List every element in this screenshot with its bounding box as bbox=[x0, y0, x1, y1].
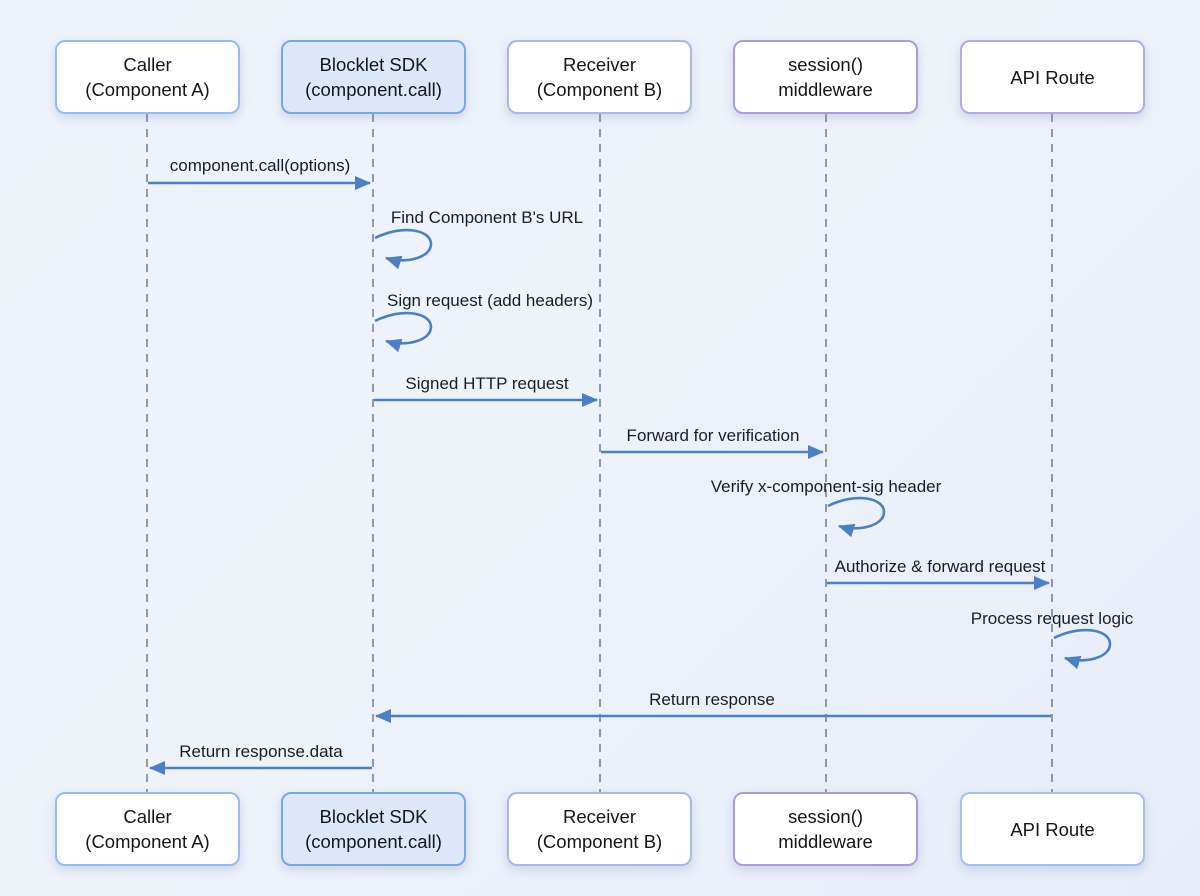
actor-caller-bottom: Caller (Component A) bbox=[55, 792, 240, 866]
actor-blocklet-sdk-top: Blocklet SDK (component.call) bbox=[281, 40, 466, 114]
actor-blocklet-sdk-bottom: Blocklet SDK (component.call) bbox=[281, 792, 466, 866]
actor-api-route-top: API Route bbox=[960, 40, 1145, 114]
message-label-return-response: Return response bbox=[649, 690, 775, 709]
message-label-signed-http-request: Signed HTTP request bbox=[405, 374, 569, 393]
self-loop-process-request-logic bbox=[1053, 628, 1112, 670]
self-loop-find-component-url bbox=[374, 228, 433, 270]
actor-label: Caller bbox=[123, 806, 172, 827]
message-label-component-call: component.call(options) bbox=[169, 156, 351, 175]
actor-session-middleware-bottom: session() middleware bbox=[733, 792, 918, 866]
message-label-verify-sig-header: Verify x-component-sig header bbox=[710, 477, 942, 496]
message-label-process-request-logic: Process request logic bbox=[970, 609, 1134, 628]
actor-label: Blocklet SDK bbox=[319, 54, 428, 75]
actor-sublabel: (Component A) bbox=[85, 831, 210, 852]
message-label-forward-verification: Forward for verification bbox=[626, 426, 800, 445]
actor-label: session() bbox=[787, 54, 864, 75]
message-label-sign-request: Sign request (add headers) bbox=[386, 291, 594, 310]
actor-caller-top: Caller (Component A) bbox=[55, 40, 240, 114]
actor-label: Receiver bbox=[563, 806, 636, 827]
actor-session-middleware-top: session() middleware bbox=[733, 40, 918, 114]
self-loop-sign-request bbox=[374, 311, 433, 353]
actor-label: session() bbox=[787, 806, 864, 827]
actor-label: Receiver bbox=[563, 54, 636, 75]
actor-sublabel: (Component A) bbox=[85, 79, 210, 100]
message-label-authorize-forward: Authorize & forward request bbox=[834, 557, 1046, 576]
actor-sublabel: middleware bbox=[778, 831, 873, 852]
actor-label: API Route bbox=[1010, 66, 1095, 88]
message-label-return-response-data: Return response.data bbox=[179, 742, 343, 761]
actor-sublabel: (component.call) bbox=[305, 79, 442, 100]
actor-label: API Route bbox=[1010, 818, 1095, 840]
actor-sublabel: middleware bbox=[778, 79, 873, 100]
actor-receiver-bottom: Receiver (Component B) bbox=[507, 792, 692, 866]
actor-sublabel: (component.call) bbox=[305, 831, 442, 852]
actor-sublabel: (Component B) bbox=[536, 831, 663, 852]
actor-api-route-bottom: API Route bbox=[960, 792, 1145, 866]
actor-receiver-top: Receiver (Component B) bbox=[507, 40, 692, 114]
actor-label: Caller bbox=[123, 54, 172, 75]
self-loop-verify-sig-header bbox=[827, 496, 886, 538]
actor-sublabel: (Component B) bbox=[536, 79, 663, 100]
message-label-find-component-url: Find Component B's URL bbox=[390, 208, 584, 227]
actor-label: Blocklet SDK bbox=[319, 806, 428, 827]
